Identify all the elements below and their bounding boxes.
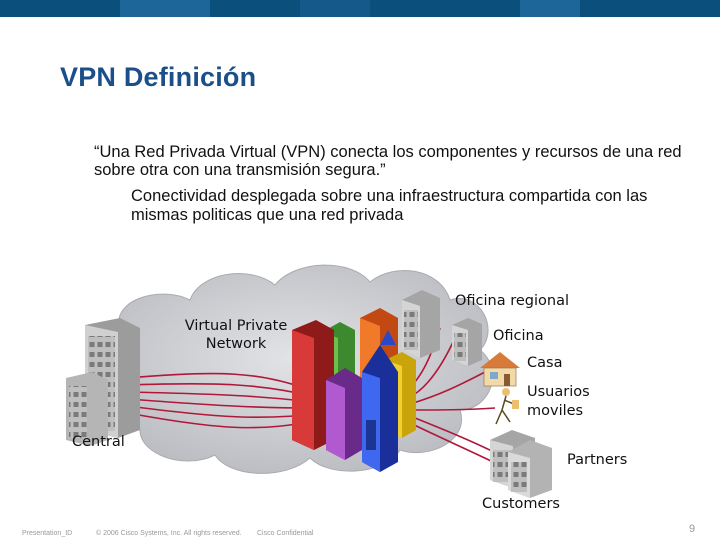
definition-quote: “Una Red Privada Virtual (VPN) conecta l… — [94, 143, 682, 179]
cloud-label-line1: Virtual Private — [184, 318, 288, 334]
presentation-id: Presentation_ID — [22, 530, 73, 537]
cloud-label-line2: Network — [205, 336, 267, 352]
regional-office-icon — [402, 290, 440, 358]
copyright: © 2006 Cisco Systems, Inc. All rights re… — [96, 530, 242, 537]
mobile-users-line1: Usuarios — [527, 384, 590, 400]
customers-label: Customers — [482, 496, 560, 512]
confidential-label: Cisco Confidential — [257, 530, 314, 537]
mobile-users-label: Usuarios moviles — [527, 383, 590, 421]
cloud-label: Virtual Private Network — [181, 317, 291, 353]
page-title: VPN Definición — [60, 62, 257, 92]
definition-bullet: Conectividad desplegada sobre una infrae… — [131, 187, 648, 224]
top-banner — [0, 0, 720, 17]
office-tower-icon — [292, 308, 416, 472]
customers-building-icon — [508, 440, 552, 498]
partners-label: Partners — [567, 452, 628, 468]
regional-office-label: Oficina regional — [455, 293, 570, 309]
office-building-icon — [452, 318, 482, 366]
mobile-user-icon — [495, 388, 519, 425]
office-label: Oficina — [493, 328, 544, 344]
mobile-users-line2: moviles — [527, 403, 584, 419]
home-label: Casa — [527, 355, 563, 371]
page-number: 9 — [689, 523, 696, 535]
central-building-icon — [66, 318, 140, 446]
house-icon — [480, 352, 520, 387]
central-label: Central — [72, 434, 125, 450]
